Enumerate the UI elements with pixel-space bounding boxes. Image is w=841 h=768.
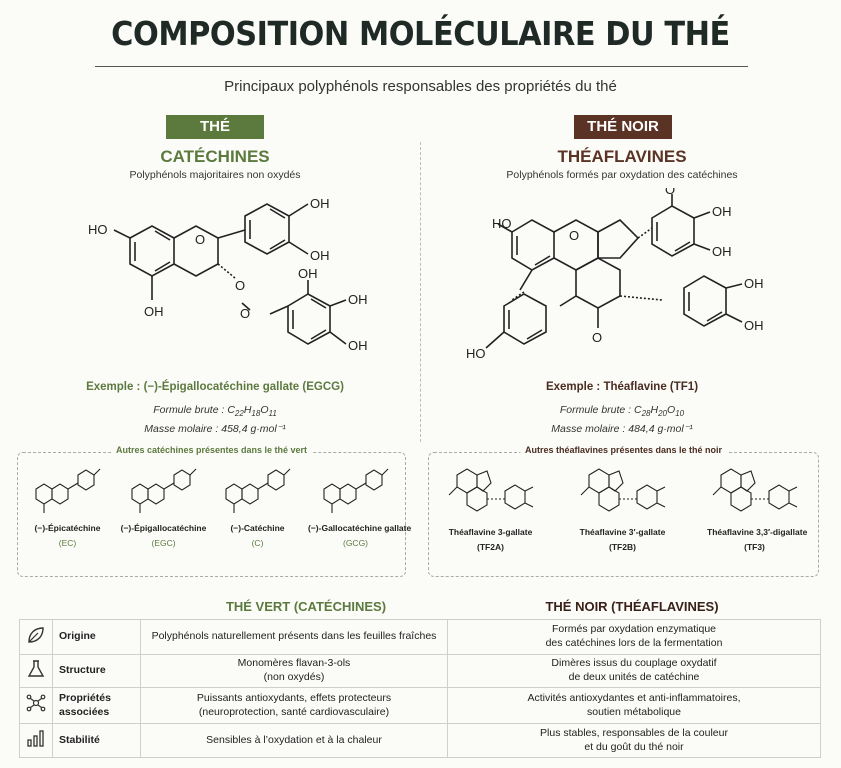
tf1-oh-label: OH	[712, 204, 732, 219]
row-label: Structure	[52, 654, 141, 688]
green-tea-cell: Sensibles à l’oxydation et à la chaleur	[140, 723, 448, 758]
compound-name: (−)-Catéchine	[230, 523, 285, 533]
black-tea-cell: Plus stables, responsables de la couleur…	[447, 723, 821, 758]
theaflavin-item: Théaflavine 3,3′-digallate (TF3)	[707, 461, 808, 552]
structure-diagram	[116, 461, 211, 519]
formula-value: C28H20O10	[634, 404, 685, 419]
other-theaflavins-title: Autres théaflavines présentes dans le th…	[519, 445, 728, 455]
structure-diagram	[575, 461, 670, 523]
egcg-oh-label: OH	[310, 248, 330, 263]
egcg-mass: Masse molaire : 458,4 g·mol⁻¹	[144, 423, 286, 435]
egcg-structure-diagram: O OH OH HO OH O O OH OH OH	[88, 196, 368, 353]
tf1-oh-label: OH	[744, 318, 764, 333]
egcg-ester-oxygen: O	[235, 278, 245, 293]
row-label: Origine	[52, 619, 141, 655]
compound-abbr: (TF2B)	[609, 542, 636, 552]
structure-diagram	[308, 461, 403, 519]
black-tea-cell: Activités antioxydantes et anti-inflamma…	[447, 687, 821, 724]
tf1-ho-label: HO	[492, 216, 512, 231]
theaflavins-description: Polyphénols formés par oxydation des cat…	[506, 169, 738, 181]
comparison-table: Origine Polyphénols naturellement présen…	[19, 619, 821, 758]
black-tea-cell: Dimères issus du couplage oxydatif de de…	[447, 654, 821, 688]
compound-abbr: (TF2A)	[477, 542, 504, 552]
column-divider	[420, 142, 421, 442]
egcg-oh-label: OH	[298, 266, 318, 281]
compound-abbr: (EC)	[58, 538, 77, 548]
compound-name: Théaflavine 3′-gallate	[579, 527, 666, 537]
table-row: Structure Monomères flavan-3-ols (non ox…	[19, 654, 821, 688]
black-tea-cell: Formés par oxydation enzymatique des cat…	[447, 619, 821, 655]
theaflavins-heading: THÉAFLAVINES	[557, 147, 687, 166]
compound-name: (−)-Gallocatéchine gallate	[308, 523, 412, 533]
flask-icon	[19, 654, 53, 688]
table-row: Propriétés associées Puissants antioxyda…	[19, 687, 821, 724]
egcg-example: Exemple : (−)-Épigallocatéchine gallate …	[86, 381, 344, 393]
egcg-ho-label: HO	[88, 222, 108, 237]
compound-abbr: (C)	[251, 538, 264, 548]
tf1-formula: Formule brute : C28H20O10	[462, 404, 782, 418]
egcg-oh-label: OH	[310, 196, 330, 211]
catechin-item: (−)-Catéchine (C)	[210, 461, 305, 548]
tf1-carbonyl-oxygen: O	[665, 188, 675, 197]
formula-label: Formule brute :	[559, 404, 635, 416]
tf1-ho-label: HO	[466, 346, 486, 361]
structure-diagram	[707, 461, 802, 523]
compound-abbr: (TF3)	[744, 542, 765, 552]
tf1-mass: Masse molaire : 484,4 g·mol⁻¹	[551, 423, 693, 435]
other-catechins-title: Autres catéchines présentes dans le thé …	[110, 445, 313, 455]
table-row: Stabilité Sensibles à l’oxydation et à l…	[19, 723, 821, 758]
egcg-ring-oxygen: O	[195, 232, 205, 247]
theaflavin-item: Théaflavine 3′-gallate (TF2B)	[575, 461, 670, 552]
structure-diagram	[210, 461, 305, 519]
other-theaflavins-box: Autres théaflavines présentes dans le th…	[428, 445, 819, 577]
table-row: Origine Polyphénols naturellement présen…	[19, 619, 821, 655]
row-label: Stabilité	[52, 723, 141, 758]
green-tea-cell: Monomères flavan-3-ols (non oxydés)	[140, 654, 448, 688]
structure-diagram	[20, 461, 115, 519]
egcg-oh-label: OH	[348, 338, 368, 353]
leaf-icon	[19, 619, 53, 655]
egcg-oh-label: OH	[348, 292, 368, 307]
row-label: Propriétés associées	[52, 687, 141, 724]
compound-name: Théaflavine 3-gallate	[448, 527, 533, 537]
compound-name: (−)-Épicatéchine	[34, 523, 101, 533]
page-title: COMPOSITION MOLÉCULAIRE DU THÉ	[111, 14, 730, 53]
compound-name: (−)-Épigallocatéchine	[120, 523, 207, 533]
compound-abbr: (GCG)	[342, 538, 369, 548]
catechins-description: Polyphénols majoritaires non oxydés	[129, 169, 301, 181]
theaflavin-item: Théaflavine 3-gallate (TF2A)	[443, 461, 538, 552]
table-header-green: THÉ VERT (CATÉCHINES)	[225, 599, 387, 614]
compound-abbr: (EGC)	[151, 538, 176, 548]
compound-name: Théaflavine 3,3′-digallate	[707, 527, 808, 537]
tf1-structure-diagram: HO O O OH OH OH OH HO O	[466, 188, 764, 361]
table-header-black: THÉ NOIR (THÉAFLAVINES)	[545, 599, 719, 614]
green-tea-cell: Puissants antioxydants, effets protecteu…	[140, 687, 448, 724]
catechin-item: (−)-Épicatéchine (EC)	[20, 461, 115, 548]
catechins-heading: CATÉCHINES	[160, 147, 270, 166]
bar-chart-icon	[19, 723, 53, 758]
molecule-icon	[19, 687, 53, 724]
page-subtitle: Principaux polyphénols responsables des …	[224, 78, 617, 95]
egcg-formula: Formule brute : C22H18O11	[55, 404, 375, 418]
catechin-item: (−)-Gallocatéchine gallate (GCG)	[308, 461, 412, 548]
tf1-carbonyl-oxygen: O	[592, 330, 602, 345]
green-tea-cell: Polyphénols naturellement présents dans …	[140, 619, 448, 655]
formula-label: Formule brute :	[153, 404, 228, 416]
catechin-item: (−)-Épigallocatéchine (EGC)	[116, 461, 211, 548]
egcg-oh-label: OH	[144, 304, 164, 319]
tf1-ring-oxygen: O	[569, 228, 579, 243]
title-divider	[95, 66, 748, 67]
other-catechins-box: Autres catéchines présentes dans le thé …	[17, 445, 412, 577]
tf1-oh-label: OH	[712, 244, 732, 259]
tf1-oh-label: OH	[744, 276, 764, 291]
formula-value: C22H18O11	[227, 404, 277, 419]
black-tea-tag: THÉ NOIR	[574, 115, 672, 139]
green-tea-tag: THÉ VERT	[166, 115, 264, 159]
structure-diagram	[443, 461, 538, 523]
tf1-example: Exemple : Théaflavine (TF1)	[545, 381, 699, 393]
egcg-carbonyl-oxygen: O	[240, 306, 250, 321]
